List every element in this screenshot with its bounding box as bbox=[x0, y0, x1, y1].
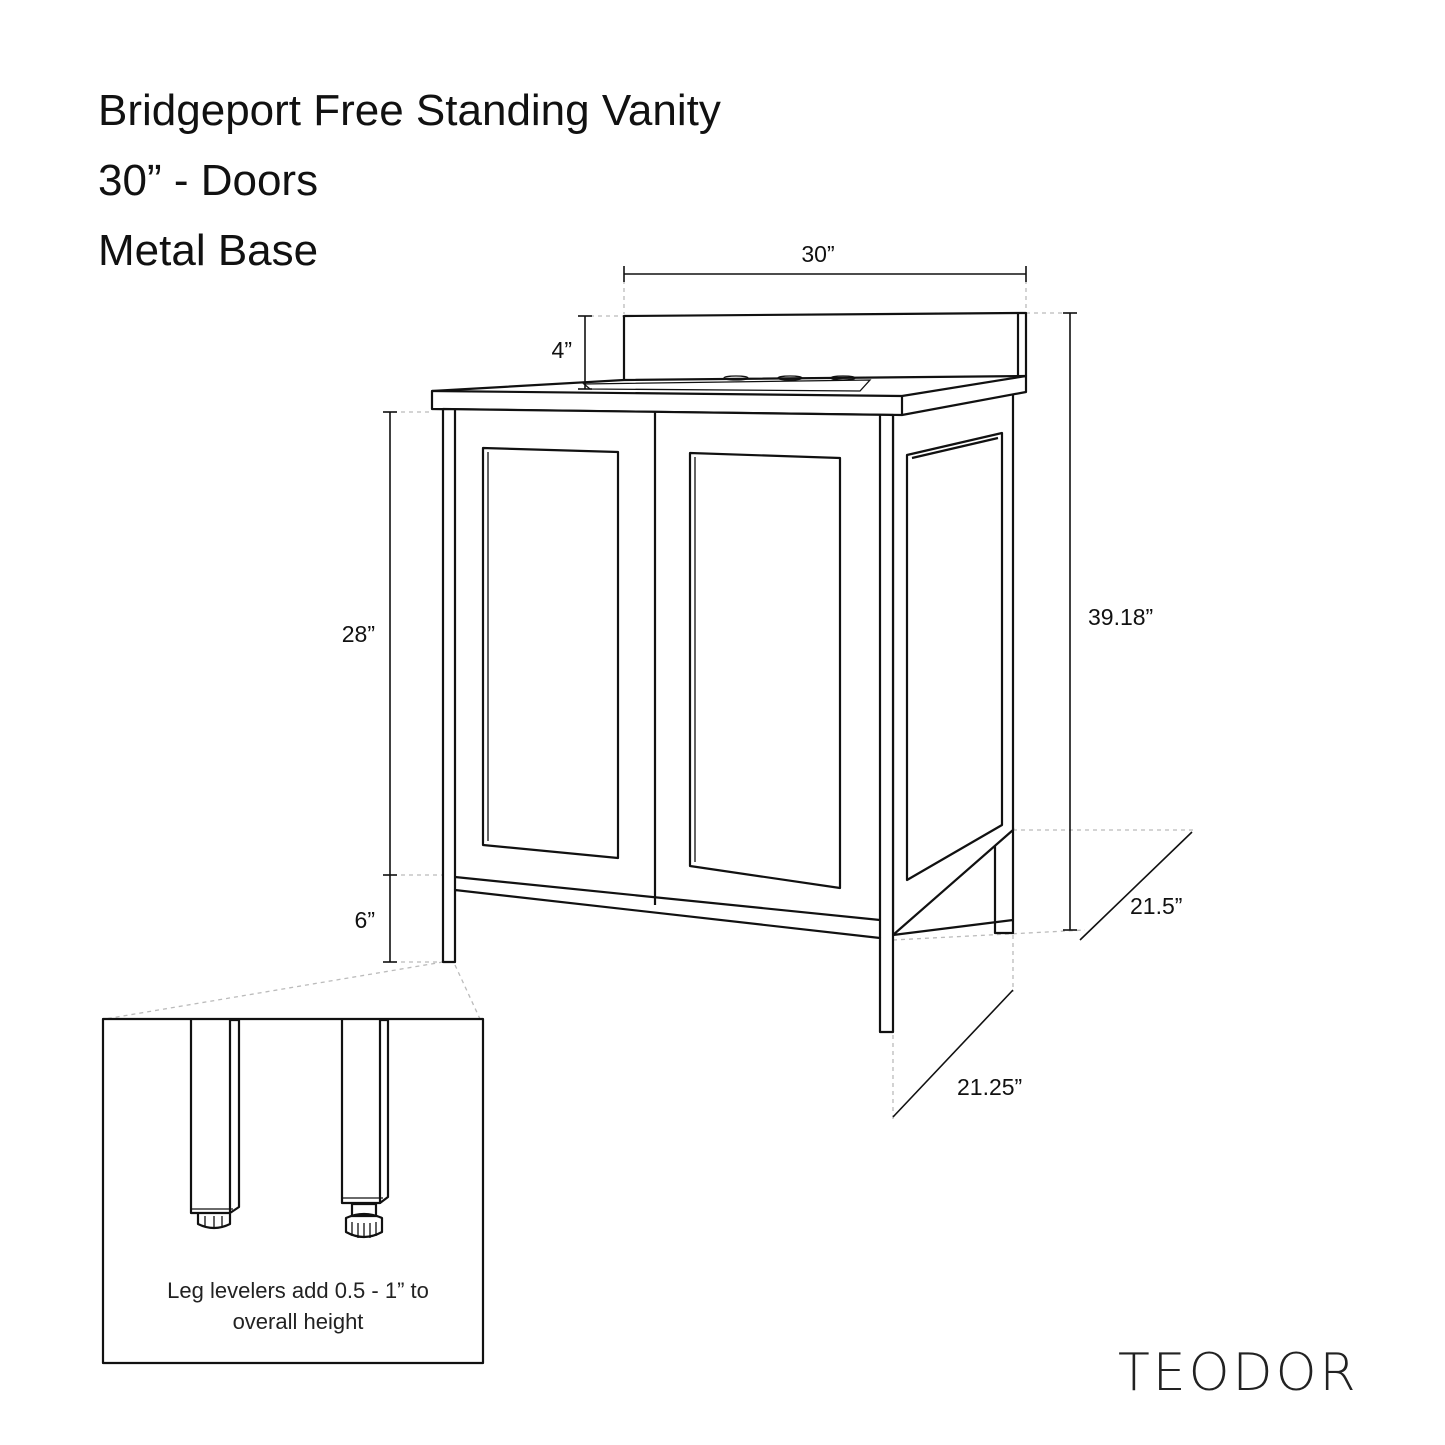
leveler-note-line1: Leg levelers add 0.5 - 1” to bbox=[167, 1278, 429, 1303]
dim-backsplash: 4” bbox=[552, 337, 572, 363]
brand-logo: TEODOR bbox=[1118, 1343, 1359, 1403]
dim-base-depth: 21.25” bbox=[957, 1074, 1022, 1100]
dim-cabinet-height: 28” bbox=[342, 621, 375, 647]
dim-top-depth: 21.5” bbox=[1130, 893, 1182, 919]
product-base: Metal Base bbox=[98, 226, 319, 275]
vanity-drawing bbox=[430, 311, 1028, 1034]
leveler-note-line2: overall height bbox=[233, 1309, 364, 1334]
product-title: Bridgeport Free Standing Vanity bbox=[98, 86, 721, 135]
leg-leveler-inset bbox=[101, 1017, 485, 1365]
dimension-lines bbox=[383, 266, 1193, 1118]
dim-overall-height: 39.18” bbox=[1088, 604, 1153, 630]
product-size: 30” - Doors bbox=[98, 156, 319, 205]
dim-leg-height: 6” bbox=[355, 907, 375, 933]
dim-width: 30” bbox=[801, 241, 834, 267]
